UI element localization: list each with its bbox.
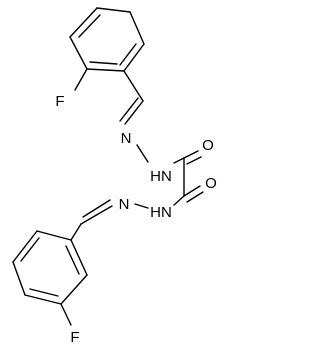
top-nh-carbonyl-bond bbox=[173, 157, 185, 164]
top-imine-nitrogen-label: N bbox=[121, 130, 132, 147]
bottom-amide-nh-label: HN bbox=[150, 204, 172, 221]
top-oxygen-label: O bbox=[202, 137, 214, 154]
bottom-fluorine-label: F bbox=[70, 329, 79, 346]
top-fluorine-label: F bbox=[55, 93, 64, 110]
top-ch-n-double-bond-a bbox=[124, 100, 144, 125]
bottom-c-f-bond bbox=[60, 303, 72, 326]
top-amide-nh-label: HN bbox=[150, 168, 172, 185]
bottom-oxygen-label: O bbox=[205, 175, 217, 192]
bottom-c-o-double-bond-a bbox=[183, 185, 201, 197]
bottom-imine-nitrogen-label: N bbox=[119, 196, 130, 213]
top-c-o-double-bond-a bbox=[183, 150, 199, 159]
bottom-n-ch-double-bond-b bbox=[82, 199, 111, 218]
structure-diagram: F N HN O O HN N F bbox=[12, 7, 217, 346]
molecule-canvas: F N HN O O HN N F bbox=[12, 7, 217, 346]
top-ring-ch-bond bbox=[123, 70, 144, 102]
top-ch-n-double-bond-b bbox=[119, 97, 139, 122]
bottom-nh-n-bond bbox=[134, 203, 149, 209]
bottom-n-ch-double-bond-a bbox=[80, 205, 113, 225]
top-benzene-ring bbox=[69, 7, 145, 72]
bottom-carbonyl-nh-bond bbox=[173, 195, 185, 206]
bottom-c-o-double-bond-b bbox=[186, 191, 204, 203]
bottom-ch-ring-bond bbox=[70, 223, 82, 241]
top-n-nh-bond bbox=[136, 144, 149, 163]
top-c-f-bond bbox=[74, 68, 88, 91]
bottom-benzene-ring bbox=[12, 230, 88, 305]
top-c-o-double-bond-b bbox=[186, 156, 202, 165]
